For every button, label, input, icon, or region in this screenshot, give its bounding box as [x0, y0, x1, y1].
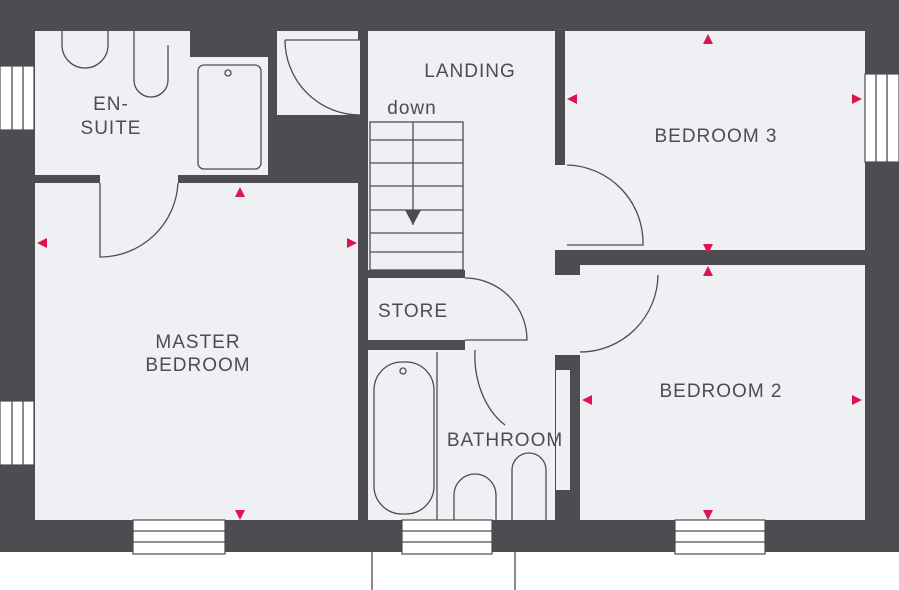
en-suite-floor	[35, 31, 190, 175]
bedroom-2-label: BEDROOM 2	[659, 381, 782, 402]
bathroom-floor	[368, 350, 555, 520]
bedroom3-doorway	[555, 165, 567, 250]
marker-icon	[852, 94, 862, 104]
markers	[37, 34, 862, 520]
basin-icon	[453, 473, 497, 520]
landing-floor-south	[465, 250, 555, 350]
bathroom-niche	[556, 370, 570, 490]
en-suite-label: EN-	[93, 94, 129, 115]
room-floors	[35, 31, 865, 520]
marker-icon	[347, 238, 357, 248]
window	[0, 400, 35, 466]
master-bedroom-label: MASTER	[155, 332, 240, 353]
marker-icon	[703, 510, 713, 520]
door-swings	[99, 39, 659, 426]
landing-floor-west	[277, 31, 360, 115]
marker-icon	[235, 510, 245, 520]
wall-bedrooms	[555, 250, 865, 258]
windows	[0, 65, 899, 555]
marker-icon	[703, 34, 713, 44]
bedroom2-doorway	[555, 275, 580, 355]
wall-stub	[358, 31, 368, 40]
landing-floor	[368, 31, 555, 270]
room-labels: EN- SUITE LANDING down BEDROOM 3 MASTER …	[81, 61, 782, 451]
bath-alcove-floor	[190, 57, 268, 175]
toilet-icon	[511, 452, 547, 520]
toilet-icon	[133, 31, 169, 98]
window	[0, 65, 35, 131]
wall-store-top	[368, 270, 465, 278]
landing-label: LANDING	[424, 61, 515, 82]
bath-icon	[373, 361, 435, 515]
marker-icon	[703, 244, 713, 254]
store-label: STORE	[378, 301, 448, 322]
window	[864, 73, 899, 163]
marker-icon	[567, 94, 577, 104]
bedroom-2-floor	[580, 265, 865, 520]
marker-icon	[235, 187, 245, 197]
arrow-down-icon	[405, 210, 421, 225]
porch-lines	[371, 552, 516, 590]
marker-icon	[852, 395, 862, 405]
stairs-direction-label: down	[387, 98, 436, 119]
marker-icon	[703, 266, 713, 276]
marker-icon	[582, 395, 592, 405]
basin-icon	[61, 31, 109, 69]
window	[132, 519, 226, 555]
master-bedroom-label: BEDROOM	[145, 355, 250, 376]
en-suite-doorway	[100, 175, 178, 185]
store-floor	[368, 278, 465, 340]
marker-icon	[37, 238, 47, 248]
bathroom-label: BATHROOM	[447, 430, 563, 451]
bedroom-3-label: BEDROOM 3	[654, 126, 777, 147]
fixtures	[61, 31, 547, 520]
bathroom-doorway	[471, 340, 555, 352]
master-bedroom-floor	[35, 183, 358, 520]
bedroom-3-floor	[565, 31, 865, 250]
shower-tray-icon	[197, 64, 262, 170]
window	[401, 519, 493, 555]
window	[674, 519, 766, 555]
stairs	[369, 121, 464, 271]
en-suite-label: SUITE	[81, 118, 142, 139]
